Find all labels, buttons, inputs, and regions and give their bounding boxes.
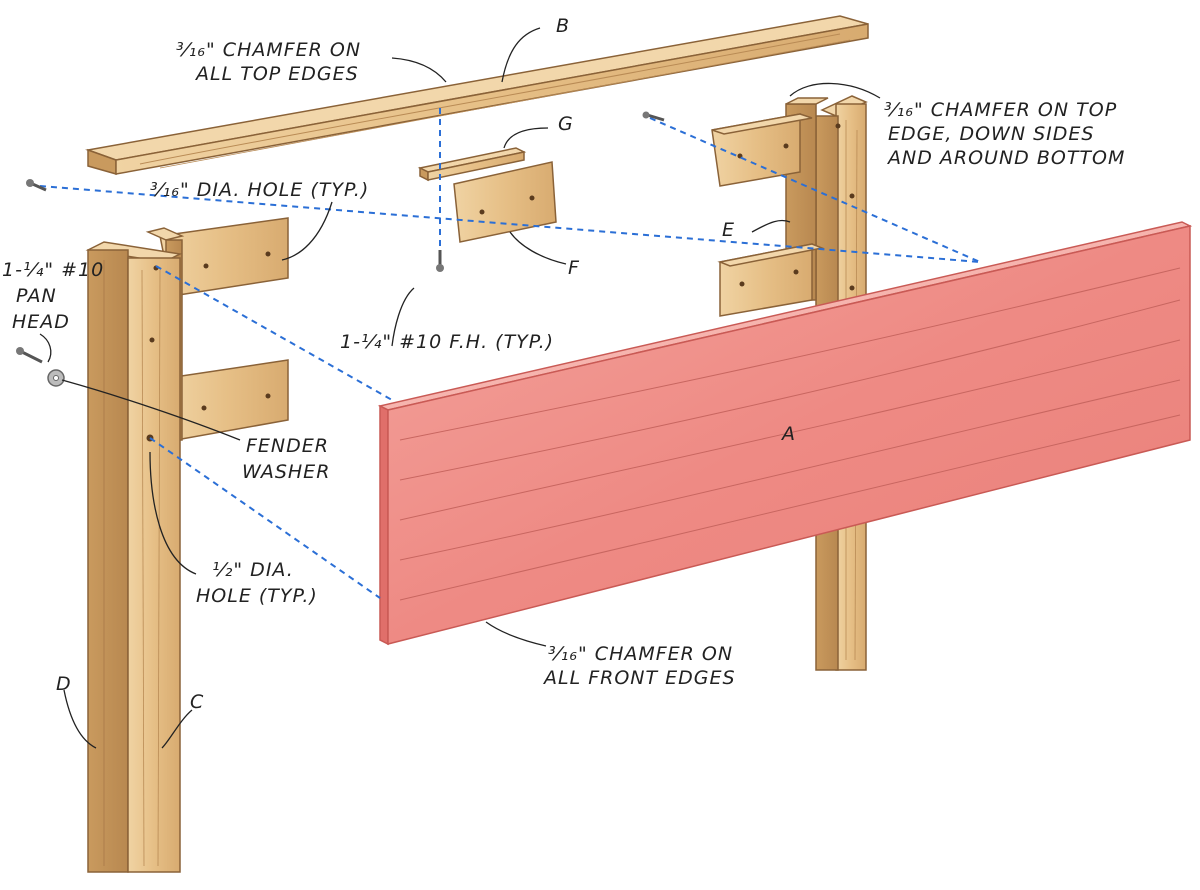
callout-fender-washer: FENDER WASHER [242,435,330,483]
callout-right-chamfer-line-1: ³⁄₁₆" CHAMFER ON TOP [884,99,1117,121]
callout-large-hole-line-2: HOLE (TYP.) [196,585,318,607]
callout-right-chamfer: ³⁄₁₆" CHAMFER ON TOP EDGE, DOWN SIDES AN… [884,99,1125,169]
callout-large-hole-line-1: ¹⁄₂" DIA. [212,559,294,581]
part-label-b: B [556,15,570,37]
callout-front-chamfer-line-2: ALL FRONT EDGES [542,667,736,689]
part-label-a: A [780,423,796,445]
callout-right-chamfer-line-2: EDGE, DOWN SIDES [888,123,1094,145]
callout-top-chamfer-line-2: ALL TOP EDGES [194,63,359,85]
cleat-f [453,161,557,243]
callout-pan-head-line-1: 1-¹⁄₄" #10 [2,259,104,281]
callout-pan-head-line-2: PAN [16,285,57,307]
callout-top-chamfer-line-1: ³⁄₁₆" CHAMFER ON [176,39,361,61]
right-cleat-top [711,113,813,187]
part-label-c: C [190,691,204,713]
callout-fh-screw: 1-¹⁄₄" #10 F.H. (TYP.) [340,331,554,353]
callout-fender-washer-line-2: WASHER [242,461,330,483]
callout-top-chamfer: ³⁄₁₆" CHAMFER ON ALL TOP EDGES [176,39,361,85]
callout-large-hole: ¹⁄₂" DIA. HOLE (TYP.) [196,559,318,607]
fender-washer [47,369,65,387]
callout-pan-head-line-3: HEAD [12,311,70,333]
part-label-g: G [558,113,574,135]
right-cleat-bottom [717,243,825,317]
pan-head-screw [16,347,43,364]
part-label-e: E [722,219,735,241]
callout-right-chamfer-line-3: AND AROUND BOTTOM [886,147,1125,169]
headboard-panel-a [377,221,1193,646]
callout-front-chamfer: ³⁄₁₆" CHAMFER ON ALL FRONT EDGES [542,643,736,689]
leader-arrows [39,27,881,749]
part-label-d: D [56,673,72,695]
screw-right-top [642,111,665,122]
screw-left-top [26,179,47,192]
cleat-g [417,147,527,182]
part-label-f: F [568,257,580,279]
callout-front-chamfer-line-1: ³⁄₁₆" CHAMFER ON [548,643,733,665]
top-rail-b [85,15,869,175]
callout-fender-washer-line-1: FENDER [246,435,329,457]
left-post [85,227,185,873]
fh-screw [436,250,444,272]
left-cleat-bottom [167,359,289,441]
callout-small-hole: ³⁄₁₆" DIA. HOLE (TYP.) [150,179,369,201]
callout-pan-head: 1-¹⁄₄" #10 PAN HEAD [2,259,104,333]
